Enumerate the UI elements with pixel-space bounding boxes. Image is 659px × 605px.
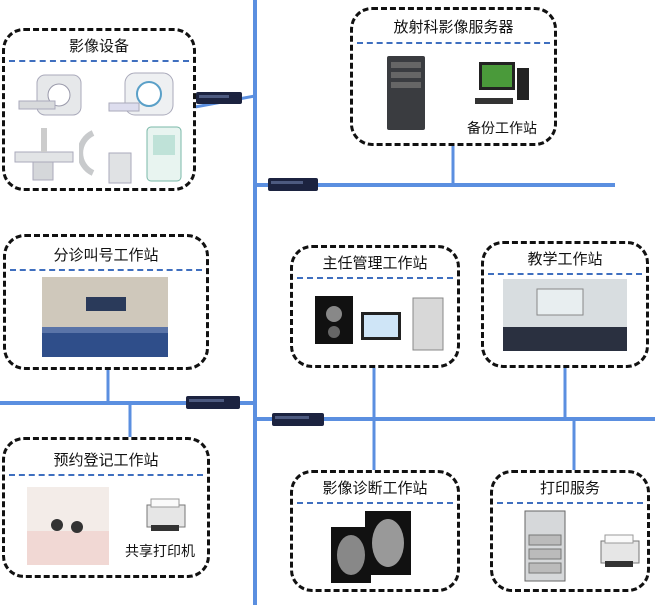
teaching-station-box: 教学工作站	[481, 241, 649, 368]
workstation-icon	[361, 297, 444, 351]
printer-icon	[146, 498, 186, 531]
box-title: 教学工作站	[527, 250, 603, 268]
xray-film-icon	[331, 511, 411, 583]
title-underline	[497, 502, 643, 504]
c-arm-icon	[79, 130, 132, 184]
title-underline	[10, 269, 202, 271]
large-printer-icon	[524, 510, 566, 582]
network-switch-icon	[272, 413, 324, 426]
reception-photo	[27, 487, 109, 565]
triage-station-box: 分诊叫号工作站	[3, 234, 209, 370]
box-title: 主任管理工作站	[322, 254, 428, 272]
title-underline	[488, 273, 642, 275]
xray-machine-icon	[146, 126, 182, 182]
xray-machine-icon	[14, 128, 74, 181]
diagnosis-station-box: 影像诊断工作站	[290, 470, 460, 592]
ct-scanner-icon	[18, 74, 82, 116]
backup-workstation-label: 备份工作站	[467, 121, 537, 137]
box-title: 影像设备	[68, 37, 129, 55]
title-underline	[9, 474, 203, 476]
monitor-icon	[315, 296, 353, 344]
waiting-room-photo	[42, 277, 168, 357]
server-tower-icon	[387, 56, 425, 130]
title-underline	[9, 60, 189, 62]
box-title: 分诊叫号工作站	[53, 246, 159, 264]
box-title: 打印服务	[539, 479, 600, 497]
mri-scanner-icon	[108, 72, 174, 116]
box-title: 预约登记工作站	[53, 451, 159, 469]
print-service-box: 打印服务	[490, 470, 650, 592]
printer-icon	[600, 534, 640, 567]
box-title: 影像诊断工作站	[322, 479, 428, 497]
radiology-server-box: 放射科影像服务器 备份工作站	[350, 7, 557, 146]
workstation-icon	[475, 62, 529, 104]
title-underline	[357, 42, 550, 44]
title-underline	[297, 277, 453, 279]
director-station-box: 主任管理工作站	[290, 245, 460, 368]
shared-printer-label: 共享打印机	[125, 544, 195, 560]
registration-station-box: 预约登记工作站 共享打印机	[2, 437, 210, 578]
network-switch-icon	[268, 178, 318, 191]
title-underline	[297, 502, 453, 504]
classroom-photo	[503, 279, 627, 351]
box-title: 放射科影像服务器	[393, 18, 514, 36]
network-switch-icon	[196, 92, 242, 104]
network-switch-icon	[186, 396, 240, 409]
imaging-devices-box: 影像设备	[2, 28, 196, 191]
